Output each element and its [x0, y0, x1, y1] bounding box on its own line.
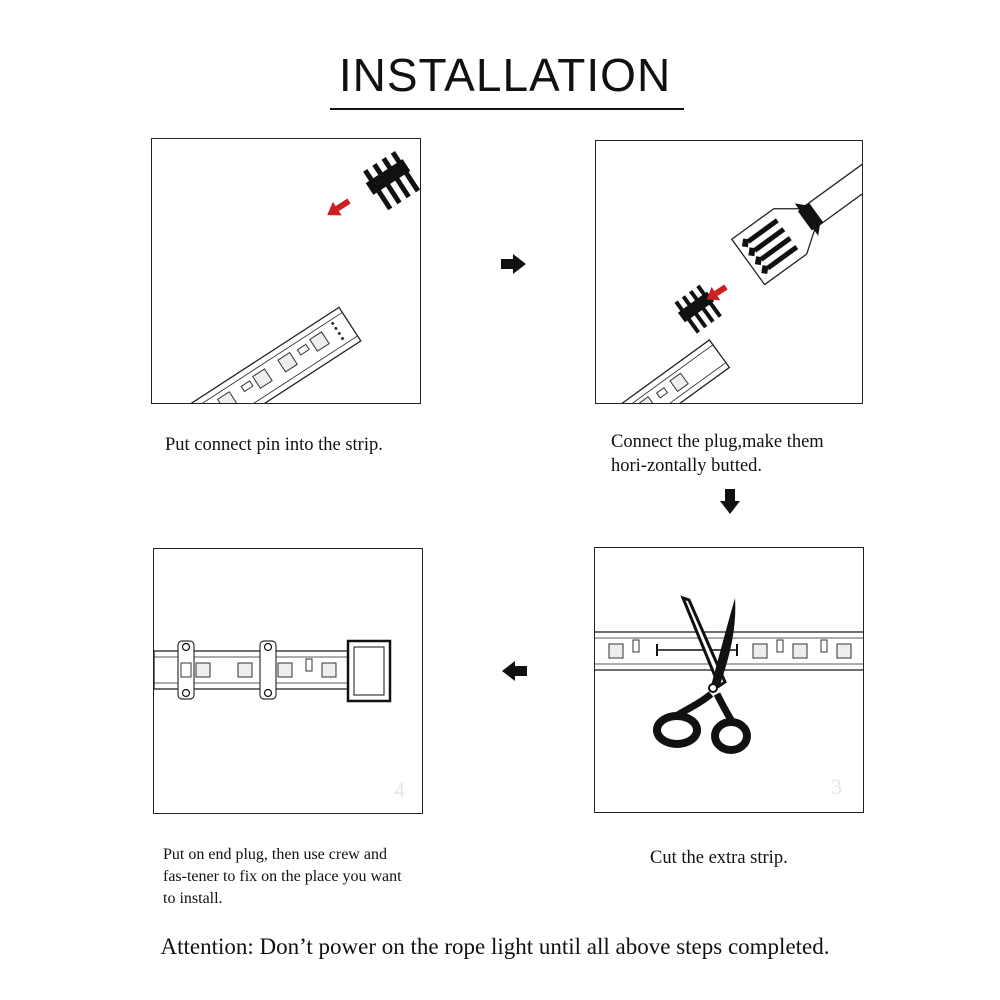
step-4-caption: Put on end plug, then use crew and fas-t…	[163, 844, 402, 910]
led-strip-diagonal	[596, 339, 731, 403]
page-title: INSTALLATION	[338, 49, 672, 101]
step-2-caption-line-2: hori-zontally butted.	[611, 456, 763, 476]
connector-pin-icon	[674, 284, 722, 334]
step-2-panel	[595, 140, 863, 404]
step-2-caption: Connect the plug,make them hori-zontally…	[611, 430, 824, 478]
step-4-caption-line-3: to install.	[163, 890, 223, 907]
title-underline	[330, 108, 684, 110]
scissors-icon	[653, 595, 751, 754]
fastener-clip-icon	[259, 640, 277, 700]
left-arrow-icon	[502, 661, 527, 681]
right-arrow-icon	[501, 254, 526, 274]
fastener-clip-icon	[177, 640, 195, 700]
attention-note: Attention: Don’t power on the rope light…	[160, 934, 830, 959]
step-4-caption-line-2: fas-tener to fix on the place you want	[163, 868, 402, 885]
step-1-panel	[151, 138, 421, 404]
down-arrow-icon	[720, 489, 740, 514]
step-4-caption-line-1: Put on end plug, then use crew and	[163, 846, 387, 863]
step-1-caption: Put connect pin into the strip.	[165, 435, 383, 455]
step-4-number: 4	[394, 777, 405, 802]
red-insert-arrow	[706, 284, 728, 301]
step-2-caption-line-1: Connect the plug,make them	[611, 432, 824, 452]
led-strip-diagonal	[153, 306, 362, 403]
step-3-panel: 3	[594, 547, 864, 813]
connector-pin-icon	[363, 151, 420, 211]
red-insert-arrow	[327, 198, 351, 216]
step-4-panel: 4	[153, 548, 423, 814]
step-3-number: 3	[831, 774, 842, 799]
step-3-caption: Cut the extra strip.	[650, 848, 788, 868]
plug-icon	[730, 163, 862, 286]
end-cap-icon	[346, 639, 392, 703]
